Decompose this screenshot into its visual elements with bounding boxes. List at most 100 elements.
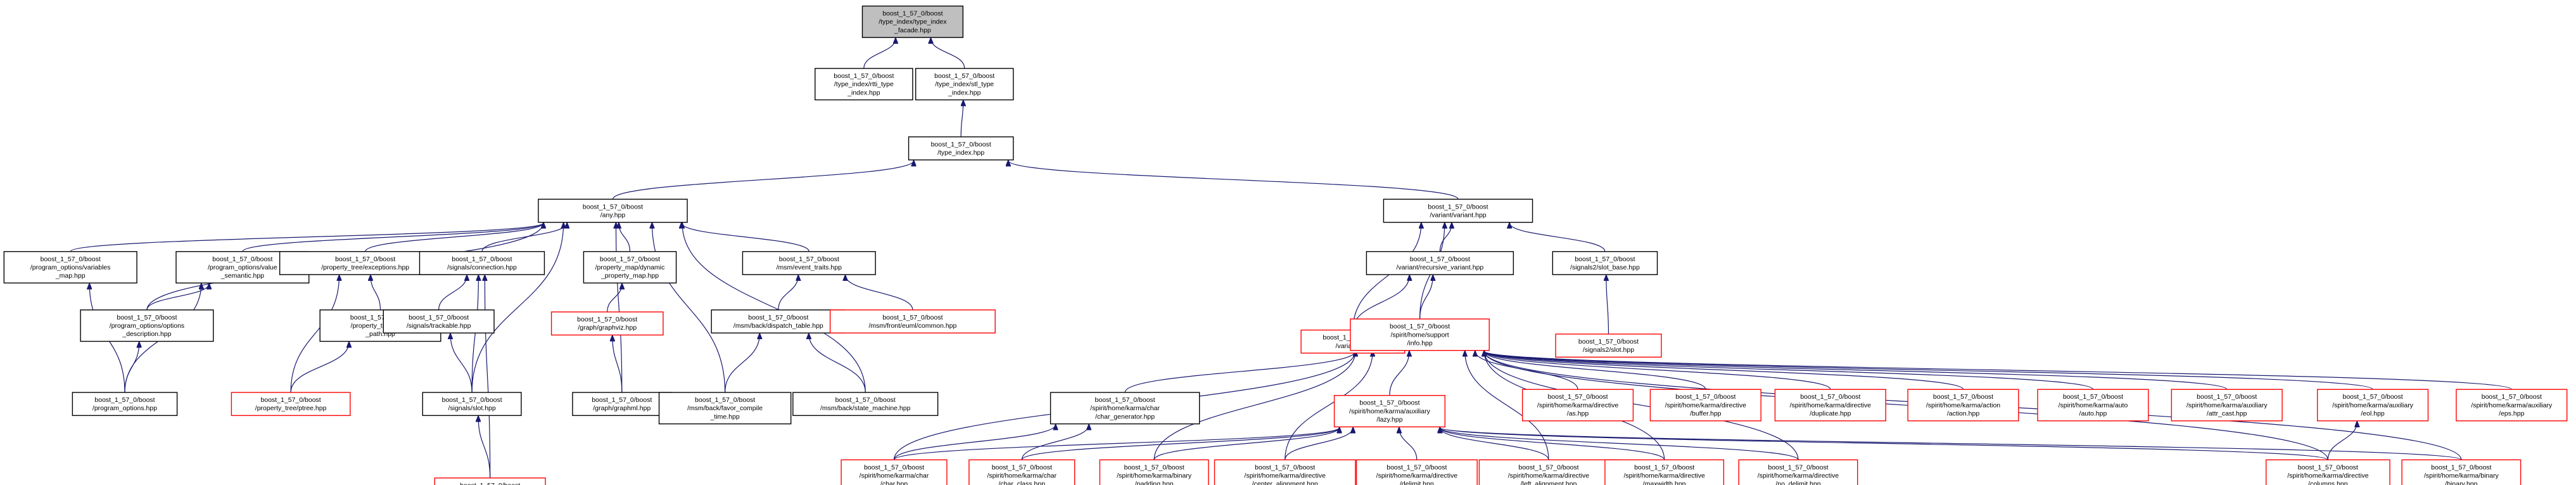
node-sigslot[interactable]: boost_1_57_0/boost/signals/slot.hpp bbox=[422, 392, 522, 417]
edge-nodelimit-to-lazy bbox=[1440, 427, 1799, 460]
node-columns[interactable]: boost_1_57_0/boost/spirit/home/karma/dir… bbox=[2265, 459, 2390, 485]
node-label-line: /spirit/home/karma/auxiliary bbox=[2332, 401, 2414, 409]
edge-s2slot-to-slotbase bbox=[1606, 275, 1609, 334]
node-label-line: /msm/back/state_machine.hpp bbox=[820, 404, 911, 412]
node-attrcast[interactable]: boost_1_57_0/boost/spirit/home/karma/aux… bbox=[2171, 389, 2283, 422]
edge-auto-to-info bbox=[1484, 351, 2094, 390]
node-box bbox=[908, 136, 1014, 160]
node-nodelimit[interactable]: boost_1_57_0/boost/spirit/home/karma/dir… bbox=[1738, 459, 1858, 485]
node-box bbox=[1383, 198, 1533, 223]
node-label-line: /padding.hpp bbox=[1135, 481, 1174, 485]
node-box bbox=[3, 251, 137, 284]
node-label-line: _index.hpp bbox=[847, 89, 880, 96]
node-label-line: boost_1_57_0/boost bbox=[1386, 463, 1447, 471]
node-po[interactable]: boost_1_57_0/boost/program_options.hpp bbox=[72, 392, 178, 417]
node-stl[interactable]: boost_1_57_0/boost/type_index/stl_type_i… bbox=[915, 68, 1014, 101]
node-sm[interactable]: boost_1_57_0/boost/msm/back/state_machin… bbox=[792, 392, 939, 417]
node-chargen[interactable]: boost_1_57_0/boost/spirit/home/karma/cha… bbox=[1050, 392, 1200, 425]
node-label-line: boost_1_57_0/boost bbox=[1575, 255, 1635, 263]
node-eps[interactable]: boost_1_57_0/boost/spirit/home/karma/aux… bbox=[2456, 389, 2568, 422]
edge-ptree-to-ptsp bbox=[290, 342, 349, 392]
node-label-line: boost_1_57_0/boost bbox=[1800, 393, 1860, 401]
node-favor[interactable]: boost_1_57_0/boost/msm/back/favor_compil… bbox=[658, 392, 792, 425]
node-box bbox=[841, 459, 948, 485]
node-action[interactable]: boost_1_57_0/boost/spirit/home/karma/act… bbox=[1907, 389, 2019, 422]
node-sigtmpl[interactable]: boost_1_57_0/boost/signals/signal_templa… bbox=[434, 477, 546, 485]
node-charhpp[interactable]: boost_1_57_0/boost/spirit/home/karma/cha… bbox=[841, 459, 948, 485]
node-povm[interactable]: boost_1_57_0/boost/program_options/varia… bbox=[3, 251, 137, 284]
node-auto[interactable]: boost_1_57_0/boost/spirit/home/karma/aut… bbox=[2037, 389, 2149, 422]
node-s2slot[interactable]: boost_1_57_0/boost/signals2/slot.hpp bbox=[1555, 333, 1662, 358]
node-label-line: /attr_cast.hpp bbox=[2207, 410, 2247, 418]
node-label-line: /type_index/rtti_type bbox=[834, 81, 894, 88]
node-variant[interactable]: boost_1_57_0/boost/variant/variant.hpp bbox=[1383, 198, 1533, 223]
node-label-line: /eol.hpp bbox=[2361, 410, 2385, 418]
node-label-line: /msm/front/euml/common.hpp bbox=[868, 322, 956, 330]
node-pmdyn[interactable]: boost_1_57_0/boost/property_map/dynamic_… bbox=[583, 251, 677, 284]
node-info[interactable]: boost_1_57_0/boost/spirit/home/support/i… bbox=[1350, 318, 1490, 351]
node-center[interactable]: boost_1_57_0/boost/spirit/home/karma/dir… bbox=[1214, 459, 1356, 485]
node-duplicate[interactable]: boost_1_57_0/boost/spirit/home/karma/dir… bbox=[1774, 389, 1886, 422]
node-sigconn[interactable]: boost_1_57_0/boost/signals/connection.hp… bbox=[419, 251, 545, 275]
node-maxwidth[interactable]: boost_1_57_0/boost/spirit/home/karma/dir… bbox=[1604, 459, 1725, 485]
node-label-line: _semantic.hpp bbox=[220, 272, 264, 280]
node-label-line: /spirit/home/karma/binary bbox=[1117, 472, 1192, 480]
edge-sigtrack-to-sigconn bbox=[438, 275, 467, 310]
edge-columns-to-lazy bbox=[1440, 427, 2328, 460]
node-label-line: /info.hpp bbox=[1407, 340, 1432, 347]
node-box bbox=[829, 309, 996, 333]
node-gviz[interactable]: boost_1_57_0/boost/graph/graphviz.hpp bbox=[550, 311, 664, 336]
node-padding[interactable]: boost_1_57_0/boost/spirit/home/karma/bin… bbox=[1099, 459, 1209, 485]
node-label-line: boost_1_57_0/boost bbox=[117, 314, 177, 321]
node-box bbox=[80, 309, 214, 342]
edge-slotbase-to-variant bbox=[1509, 223, 1606, 252]
node-label-line: /spirit/home/karma/directive bbox=[2287, 472, 2369, 480]
node-ptree[interactable]: boost_1_57_0/boost/property_tree/ptree.h… bbox=[231, 392, 351, 417]
node-binary[interactable]: boost_1_57_0/boost/spirit/home/karma/bin… bbox=[2401, 459, 2522, 485]
node-delimit[interactable]: boost_1_57_0/boost/spirit/home/karma/dir… bbox=[1355, 459, 1478, 485]
node-label-line: /char_generator.hpp bbox=[1095, 413, 1155, 420]
node-box bbox=[383, 309, 495, 333]
node-label-line: /msm/event_traits.hpp bbox=[777, 264, 842, 271]
edge-sigslot-to-any bbox=[471, 223, 564, 392]
node-ti[interactable]: boost_1_57_0/boost/type_index.hpp bbox=[908, 136, 1014, 160]
edge-columns-to-info bbox=[1484, 351, 2328, 460]
node-slotbase[interactable]: boost_1_57_0/boost/signals2/slot_base.hp… bbox=[1552, 251, 1658, 275]
node-label-line: /any.hpp bbox=[600, 211, 626, 219]
node-box bbox=[1478, 459, 1619, 485]
node-label-line: _index.hpp bbox=[948, 89, 981, 96]
node-root[interactable]: boost_1_57_0/boost/type_index/type_index… bbox=[861, 5, 964, 38]
edge-gviz-to-pmdyn bbox=[607, 283, 622, 313]
edge-sigtmpl-to-sigslot bbox=[478, 416, 491, 478]
node-box bbox=[72, 392, 178, 417]
node-label-line: /spirit/home/support bbox=[1391, 331, 1449, 339]
node-box bbox=[1555, 333, 1662, 358]
node-any[interactable]: boost_1_57_0/boost/any.hpp bbox=[538, 198, 688, 223]
node-box bbox=[711, 309, 846, 333]
node-box bbox=[1333, 395, 1446, 428]
node-charclass[interactable]: boost_1_57_0/boost/spirit/home/karma/cha… bbox=[968, 459, 1075, 485]
node-label-line: /program_options/options bbox=[110, 322, 185, 330]
node-rtti[interactable]: boost_1_57_0/boost/type_index/rtti_type_… bbox=[815, 68, 913, 101]
node-sigtrack[interactable]: boost_1_57_0/boost/signals/trackable.hpp bbox=[383, 309, 495, 333]
node-buffer[interactable]: boost_1_57_0/boost/spirit/home/karma/dir… bbox=[1649, 389, 1761, 422]
edge-delimit-to-lazy bbox=[1399, 427, 1418, 460]
node-recvar[interactable]: boost_1_57_0/boost/variant/recursive_var… bbox=[1366, 251, 1514, 275]
node-evtr[interactable]: boost_1_57_0/boost/msm/event_traits.hpp bbox=[742, 251, 876, 275]
node-eol[interactable]: boost_1_57_0/boost/spirit/home/karma/aux… bbox=[2317, 389, 2429, 422]
node-disp[interactable]: boost_1_57_0/boost/msm/back/dispatch_tab… bbox=[711, 309, 846, 333]
node-label-line: boost_1_57_0/boost bbox=[2197, 393, 2257, 401]
node-label-line: /spirit/home/karma/directive bbox=[1245, 472, 1326, 480]
node-label-line: boost_1_57_0/boost bbox=[1578, 338, 1639, 346]
node-label-line: boost_1_57_0/boost bbox=[882, 10, 942, 18]
node-label-line: /signals2/slot.hpp bbox=[1583, 346, 1634, 354]
node-label-line: boost_1_57_0/boost bbox=[1095, 396, 1155, 404]
node-as[interactable]: boost_1_57_0/boost/spirit/home/karma/dir… bbox=[1521, 389, 1634, 422]
node-pood[interactable]: boost_1_57_0/boost/program_options/optio… bbox=[80, 309, 214, 342]
node-eumlc[interactable]: boost_1_57_0/boost/msm/front/euml/common… bbox=[829, 309, 996, 333]
edge-varhpp-to-variant bbox=[1352, 223, 1421, 330]
node-lazy[interactable]: boost_1_57_0/boost/spirit/home/karma/aux… bbox=[1333, 395, 1446, 428]
node-gml[interactable]: boost_1_57_0/boost/graph/graphml.hpp bbox=[572, 392, 672, 417]
node-left[interactable]: boost_1_57_0/boost/spirit/home/karma/dir… bbox=[1478, 459, 1619, 485]
